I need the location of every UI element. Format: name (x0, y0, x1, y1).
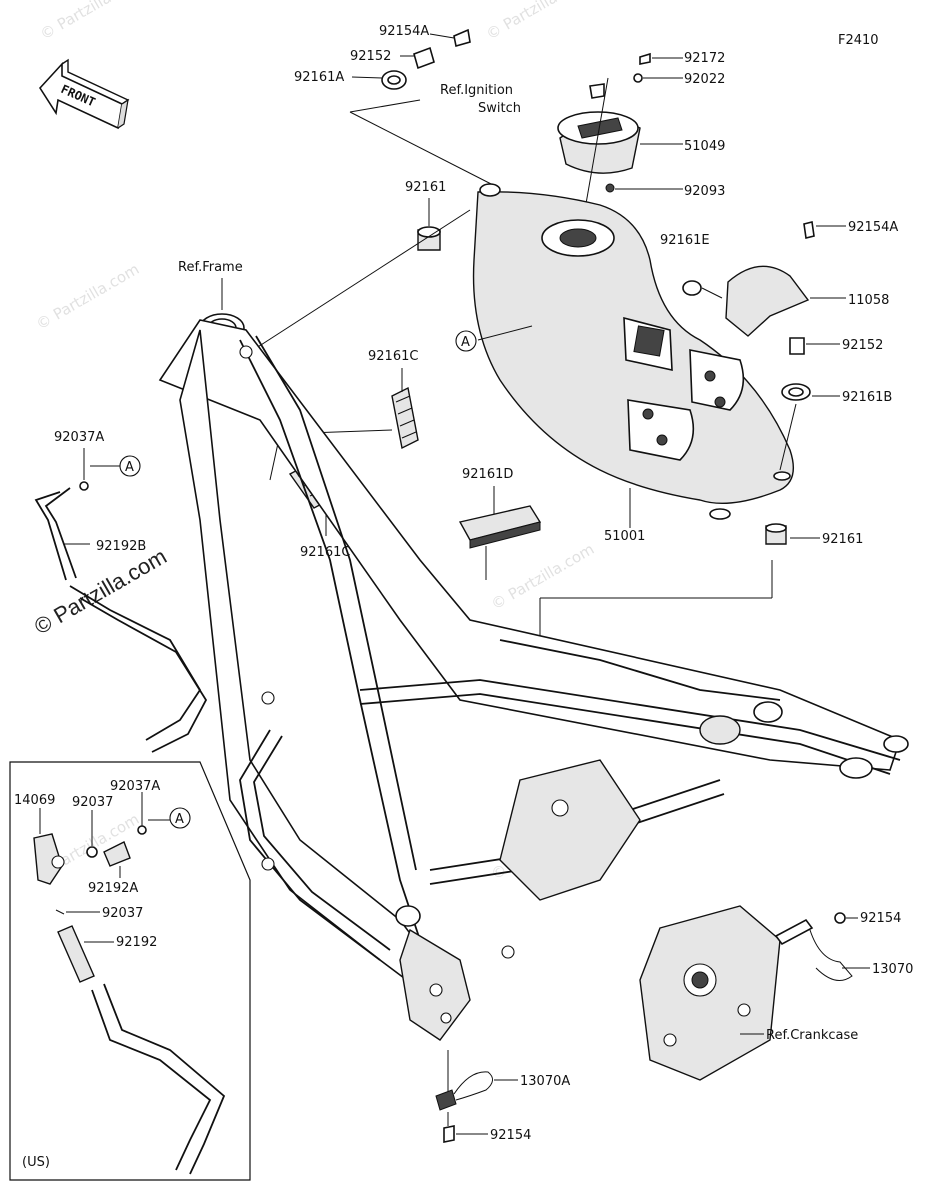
label-14069: 14069 (14, 793, 55, 808)
label-92037-us: 92037 (72, 795, 113, 810)
fasteners-top (349, 28, 498, 188)
crankcase-group (639, 905, 870, 1081)
hose-92192B (34, 448, 208, 753)
figure-code: F2410 (838, 33, 879, 48)
label-92161-lower: 92161 (822, 532, 863, 547)
ref-a-callout-left: A (119, 455, 141, 477)
clamp-13070A (435, 1050, 518, 1143)
label-us-note: (US) (22, 1155, 50, 1170)
label-92161E: 92161E (660, 233, 710, 248)
label-ref-frame: Ref.Frame (178, 260, 243, 275)
label-92161C-bottom: 92161C (300, 545, 350, 560)
label-92037A-left: 92037A (54, 430, 104, 445)
watermark-3: © Partzilla.com (33, 260, 142, 333)
front-arrow: FRONT (38, 58, 130, 130)
ref-a-callout-us: A (169, 807, 191, 829)
ref-a-us-text: A (175, 812, 184, 827)
main-frame (158, 313, 909, 1041)
label-92161D: 92161D (462, 467, 513, 482)
fuel-cap-assembly (557, 52, 683, 239)
fuel-tank (472, 183, 794, 520)
label-92152-top: 92152 (350, 49, 391, 64)
label-92154-right: 92154 (860, 911, 901, 926)
watermark-1: © Partzilla.com (37, 0, 146, 43)
label-13070: 13070 (872, 962, 913, 977)
label-ref-ignition-switch: Switch (478, 101, 521, 116)
label-92192: 92192 (116, 935, 157, 950)
ref-a-callout-tank: A (455, 330, 477, 352)
label-92192A: 92192A (88, 881, 138, 896)
label-92161A: 92161A (294, 70, 344, 85)
label-92152-right: 92152 (842, 338, 883, 353)
label-92192B: 92192B (96, 539, 146, 554)
pad-92161D (458, 486, 542, 580)
watermark-large: © Partzilla.com (30, 544, 171, 640)
label-ref-crankcase: Ref.Crankcase (766, 1028, 858, 1043)
label-92154A-top: 92154A (379, 24, 429, 39)
label-92022: 92022 (684, 72, 725, 87)
label-92154A-right: 92154A (848, 220, 898, 235)
label-92154-bottom: 92154 (490, 1128, 531, 1143)
label-92161B: 92161B (842, 390, 892, 405)
label-92161-upper: 92161 (405, 180, 446, 195)
label-13070A: 13070A (520, 1074, 570, 1089)
watermark-2: © Partzilla.com (483, 0, 592, 43)
label-51049: 51049 (684, 139, 725, 154)
label-92037A-us: 92037A (110, 779, 160, 794)
label-11058: 11058 (848, 293, 889, 308)
us-inset (9, 761, 251, 1181)
label-92093: 92093 (684, 184, 725, 199)
label-92037-us2: 92037 (102, 906, 143, 921)
watermark-5: © Partzilla.com (488, 540, 597, 613)
bracket-group-right (539, 221, 846, 648)
grommet-92161-upper (249, 198, 471, 353)
ref-a-tank-text: A (461, 335, 470, 350)
label-ref-ignition: Ref.Ignition (440, 83, 513, 98)
label-92161C-top: 92161C (368, 349, 418, 364)
label-92172: 92172 (684, 51, 725, 66)
ref-a-left-text: A (125, 460, 134, 475)
label-51001: 51001 (604, 529, 645, 544)
